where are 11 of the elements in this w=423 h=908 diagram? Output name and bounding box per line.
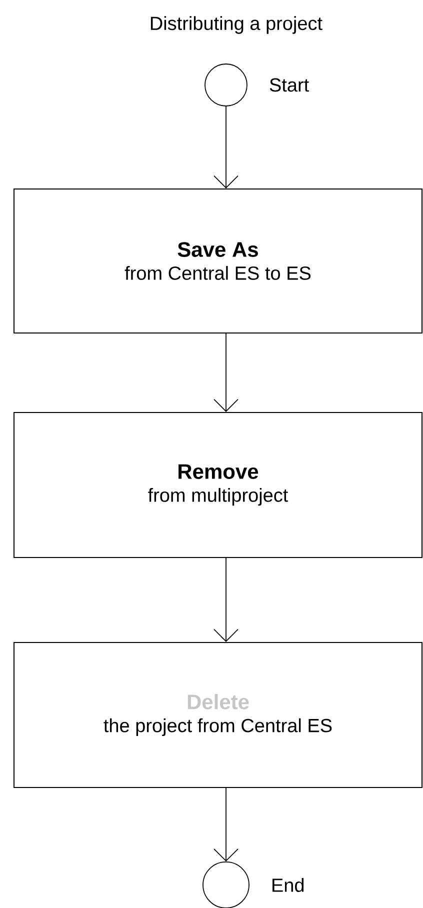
- node-caption: End: [272, 878, 304, 892]
- arrow: [214, 106, 238, 188]
- process-box: Save As from Central ES to ES: [14, 188, 422, 334]
- arrow: [214, 848, 238, 862]
- arrow: [214, 628, 238, 642]
- start-end-circle: [204, 64, 248, 106]
- node-caption: Start: [270, 78, 309, 92]
- diagram-title: Distributing a project: [150, 16, 322, 34]
- arrow: [214, 398, 238, 412]
- process-box: Delete the project from Central ES: [14, 642, 422, 788]
- process-box: Remove from multiproject: [14, 412, 422, 558]
